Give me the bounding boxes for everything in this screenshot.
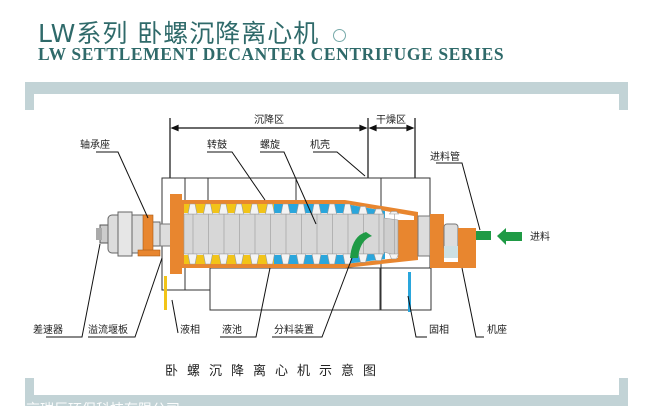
- right-bearing-assembly: [417, 214, 476, 268]
- zone-settling-label: 沉降区: [254, 113, 284, 126]
- screw-flight: [388, 211, 400, 215]
- solid-outlet: [408, 272, 411, 312]
- liquid-yellow-top: [184, 204, 274, 213]
- liquid-outlet: [164, 276, 167, 310]
- screw-flight: [358, 206, 368, 215]
- diagram-caption: 卧螺沉降离心机示意图: [165, 363, 385, 379]
- label-casing: 机壳: [310, 138, 330, 151]
- screw-flight: [311, 253, 322, 265]
- screw-flight: [280, 203, 291, 215]
- frame-bottom: [25, 378, 628, 406]
- leader-lines: [46, 151, 484, 338]
- screw-flight: [280, 253, 291, 265]
- screw-flight: [249, 253, 260, 265]
- label-drum: 转鼓: [207, 138, 227, 151]
- label-screw: 螺旋: [260, 138, 280, 151]
- screw-flight: [249, 203, 260, 215]
- screw-flight: [327, 253, 337, 265]
- watermark: 北京瑞巨环保科技有限公司: [12, 402, 180, 418]
- screw-flight: [389, 253, 399, 260]
- label-feed: 进料: [530, 230, 550, 243]
- screw-flight: [373, 253, 384, 261]
- label-feed-pipe: 进料管: [430, 150, 460, 163]
- label-solid-phase: 固相: [429, 323, 449, 336]
- distributor: [350, 232, 372, 258]
- screw-flight: [234, 253, 244, 265]
- frame-top: [25, 82, 628, 110]
- zone-drying-label: 干燥区: [376, 114, 406, 126]
- label-differential: 差速器: [33, 323, 63, 336]
- liquid-blue-bottom: [274, 255, 345, 264]
- screw-flight: [358, 253, 368, 263]
- screw-flight: [296, 253, 306, 265]
- page-title-cn: LW系列 卧螺沉降离心机: [38, 14, 347, 50]
- screw-conveyor: [183, 203, 400, 265]
- screw-flight: [327, 203, 337, 215]
- page-title-en: LW SETTLEMENT DECANTER CENTRIFUGE SERIES: [38, 44, 505, 64]
- liquid-yellow-bottom: [184, 255, 274, 264]
- screw-flight: [265, 253, 275, 265]
- feed-arrow-icon: [497, 228, 522, 245]
- label-liquid-pool: 液池: [222, 323, 242, 336]
- title-cn-text: LW系列 卧螺沉降离心机: [38, 19, 320, 48]
- label-overflow-weir: 溢流堰板: [88, 323, 128, 336]
- feed-pipe: [476, 231, 491, 240]
- screw-flight: [373, 208, 384, 215]
- screw-flight: [234, 203, 244, 215]
- circle-icon: [333, 28, 347, 42]
- part-labels: 轴承座 转鼓 螺旋 机壳 进料管 进料 差速器 溢流堰板 液相 液池 分料装置 …: [33, 138, 550, 336]
- screw-flight: [187, 253, 198, 265]
- screw-flight: [187, 203, 198, 215]
- screw-flight: [265, 203, 275, 215]
- screw-flight: [203, 203, 213, 215]
- screw-flight: [342, 203, 353, 215]
- label-liquid-phase: 液相: [180, 323, 200, 336]
- screw-flight: [311, 203, 322, 215]
- screw-flight: [296, 203, 306, 215]
- label-distributor: 分料装置: [274, 323, 314, 336]
- screw-flight: [218, 253, 229, 265]
- label-bearing-seat: 轴承座: [80, 138, 110, 151]
- screw-flight: [203, 253, 213, 265]
- label-base: 机座: [487, 323, 507, 336]
- screw-flight: [218, 203, 229, 215]
- bearing-seat: [137, 214, 161, 257]
